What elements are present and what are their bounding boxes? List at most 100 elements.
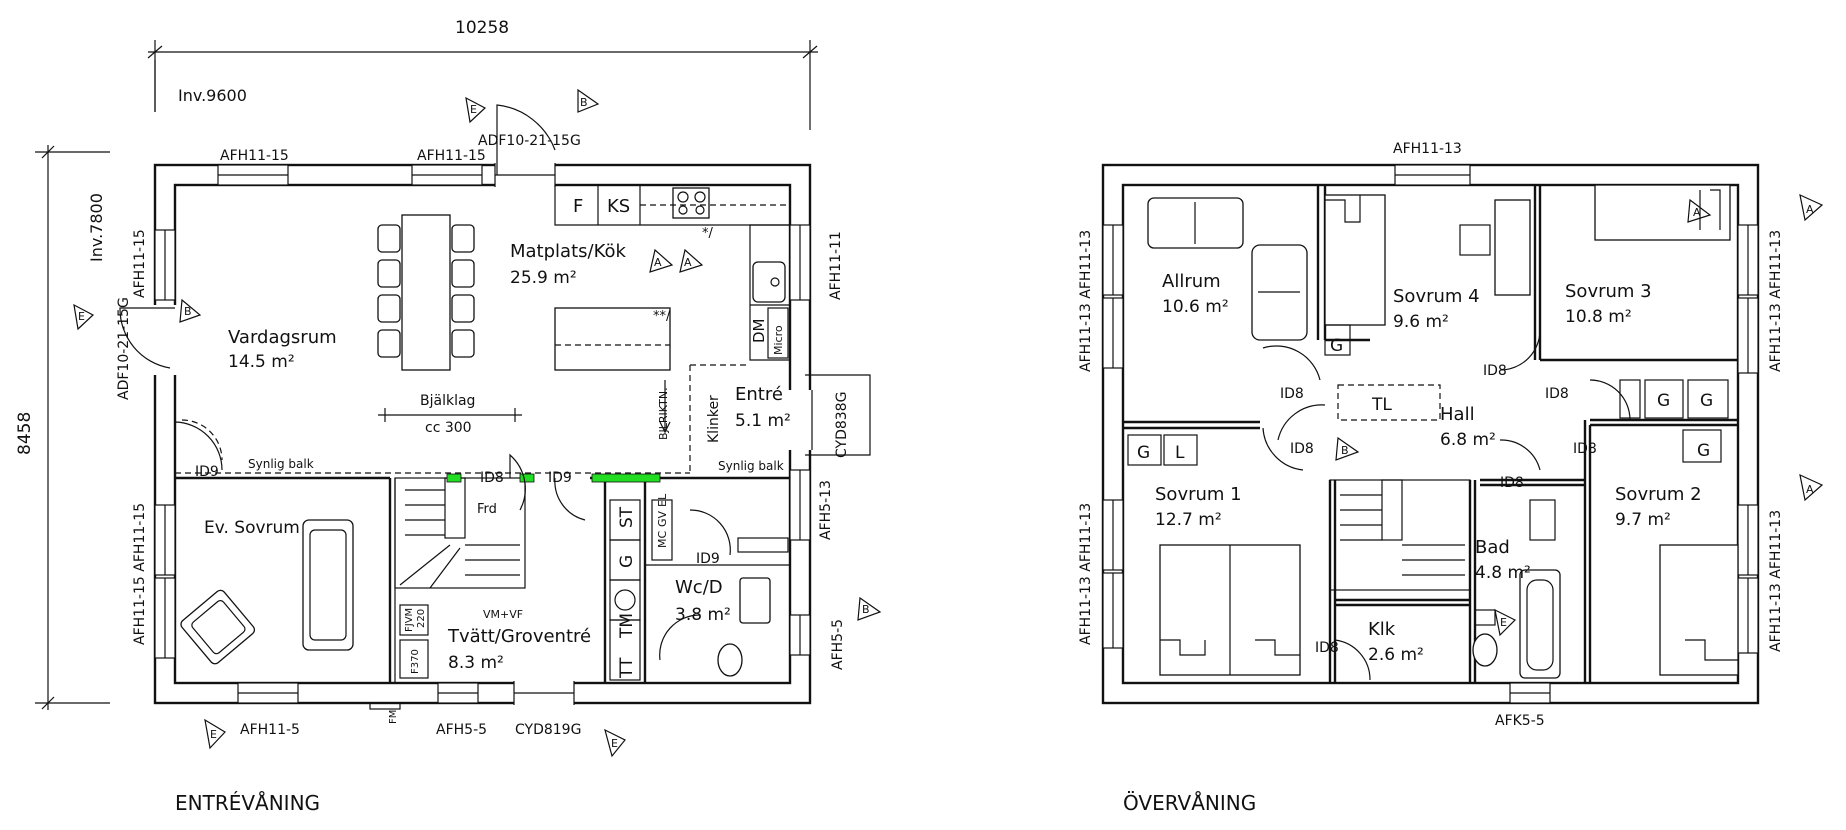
interior-door-label: ID8 bbox=[1290, 441, 1314, 457]
note-star-2: **/ bbox=[653, 309, 671, 324]
dining-table bbox=[401, 214, 451, 371]
fixture-micro: Micro bbox=[772, 325, 785, 355]
fixture-vmvf: VM+VF bbox=[483, 608, 523, 621]
room-name-allrum: Allrum bbox=[1162, 271, 1221, 292]
section-marker: E bbox=[78, 310, 85, 323]
window-label: AFH5-5 bbox=[830, 619, 846, 670]
window-label: AFH11-13 AFH11-13 bbox=[1768, 510, 1784, 652]
section-marker: E bbox=[1500, 616, 1507, 629]
interior-door-label: ID8 bbox=[1483, 363, 1507, 379]
interior-door-label: ID8 bbox=[1315, 640, 1339, 656]
section-markers-upper: A A A B E bbox=[1335, 193, 1824, 637]
section-marker: A bbox=[1806, 203, 1814, 216]
fixture-g: G bbox=[617, 555, 637, 568]
room-name-hall: Hall bbox=[1440, 404, 1475, 425]
fixture-g: G bbox=[1657, 391, 1670, 411]
section-marker: E bbox=[470, 103, 477, 116]
ground-floor-plan bbox=[119, 104, 871, 710]
interior-door-label: ID8 bbox=[1500, 475, 1524, 491]
interior-door-label: ID8 bbox=[1573, 441, 1597, 457]
room-name-sovrum-3: Sovrum 3 bbox=[1565, 281, 1652, 302]
interior-door-label: ID9 bbox=[696, 551, 720, 567]
bed bbox=[1324, 194, 1386, 326]
room-area-tvatt: 8.3 m² bbox=[448, 653, 504, 673]
fixture-frd: Frd bbox=[477, 502, 497, 517]
section-markers-ground: A A B B B E E E E bbox=[73, 88, 882, 758]
fixture-gv: GV bbox=[656, 510, 669, 527]
room-name-matplats: Matplats/Kök bbox=[510, 241, 626, 262]
room-area-wcd: 3.8 m² bbox=[675, 605, 731, 625]
dim-width-total: 10258 bbox=[455, 18, 509, 38]
ground-floor-labels: Vardagsrum 14.5 m² Matplats/Kök 25.9 m² … bbox=[116, 133, 850, 815]
window-label: AFH11-15 AFH11-15 bbox=[132, 503, 148, 645]
door-label: CYD838G bbox=[834, 392, 850, 458]
dim-inner-width: Inv.9600 bbox=[178, 86, 247, 105]
sofa bbox=[302, 519, 354, 651]
upper-floor-labels: Allrum 10.6 m² Sovrum 4 9.6 m² Sovrum 3 … bbox=[1078, 141, 1784, 815]
bed bbox=[1594, 184, 1731, 241]
note-beam-2: Synlig balk bbox=[718, 459, 784, 473]
fixture-g: G bbox=[1700, 391, 1713, 411]
room-area-entre: 5.1 m² bbox=[735, 411, 791, 431]
room-area-vardagsrum: 14.5 m² bbox=[228, 352, 295, 372]
dim-inner-height: Inv.7800 bbox=[87, 193, 106, 262]
interior-door-label: ID9 bbox=[548, 470, 572, 486]
bed bbox=[1659, 544, 1739, 676]
beam-marker bbox=[519, 473, 535, 483]
room-name-entre: Entré bbox=[735, 384, 783, 405]
fixture-tm: TM bbox=[617, 613, 637, 639]
window-label: AFH11-13 AFH11-13 bbox=[1078, 503, 1094, 645]
fixture-dishwasher: DM bbox=[750, 319, 768, 344]
section-marker: E bbox=[611, 737, 618, 750]
fixture-fridge: F bbox=[573, 196, 583, 217]
room-name-ev-sovrum: Ev. Sovrum bbox=[204, 518, 300, 538]
room-area-sovrum-4: 9.6 m² bbox=[1393, 312, 1449, 332]
note-direction: BJLRIKTN. bbox=[657, 387, 670, 440]
room-name-vardagsrum: Vardagsrum bbox=[228, 327, 337, 348]
window-label: AFK5-5 bbox=[1495, 713, 1545, 729]
floor-title-ground: ENTRÉVÅNING bbox=[175, 791, 320, 815]
door-label: ADF10-21-15G bbox=[116, 297, 132, 400]
section-marker: A bbox=[1693, 206, 1701, 219]
fixture-l: L bbox=[1175, 443, 1185, 463]
note-joists: Bjälklag bbox=[420, 393, 475, 409]
room-name-sovrum-1: Sovrum 1 bbox=[1155, 484, 1242, 505]
section-marker: B bbox=[580, 96, 588, 109]
room-area-sovrum-1: 12.7 m² bbox=[1155, 510, 1222, 530]
note-cc: cc 300 bbox=[425, 420, 472, 436]
note-star-1: */ bbox=[702, 226, 714, 241]
fixture-fjvm: FJVM bbox=[404, 608, 415, 632]
fixture-el: EL bbox=[656, 493, 669, 507]
interior-door-label: ID9 bbox=[195, 464, 219, 480]
fixture-tt: TT bbox=[617, 657, 637, 679]
dim-height-total: 8458 bbox=[15, 412, 35, 455]
upper-floor-plan bbox=[1101, 163, 1760, 705]
section-marker: B bbox=[184, 305, 192, 318]
fixture-freezer: KS bbox=[607, 196, 630, 217]
room-area-sovrum-2: 9.7 m² bbox=[1615, 510, 1671, 530]
section-marker: A bbox=[1806, 483, 1814, 496]
desk bbox=[1494, 199, 1531, 296]
room-area-klk: 2.6 m² bbox=[1368, 645, 1424, 665]
section-marker: A bbox=[684, 256, 692, 269]
room-name-klk: Klk bbox=[1368, 619, 1396, 640]
fixture-fm: FM bbox=[388, 710, 399, 724]
window-label: AFH11-11 bbox=[828, 231, 844, 300]
interior-door-label: ID8 bbox=[1545, 386, 1569, 402]
window-label: AFH11-5 bbox=[240, 722, 300, 738]
armchair bbox=[180, 589, 256, 665]
window-label: AFH11-15 bbox=[417, 148, 486, 164]
room-area-hall: 6.8 m² bbox=[1440, 430, 1496, 450]
note-beam: Synlig balk bbox=[248, 457, 314, 471]
window-label: AFH5-13 bbox=[818, 480, 834, 540]
dimension-lines: 10258 Inv.9600 8458 Inv.7800 bbox=[15, 18, 818, 710]
window-label: AFH11-15 bbox=[132, 229, 148, 298]
section-marker: B bbox=[1341, 444, 1349, 457]
fixture-tl: TL bbox=[1371, 395, 1392, 415]
window-label: AFH11-13 AFH11-13 bbox=[1768, 230, 1784, 372]
interior-door-label: ID8 bbox=[480, 470, 504, 486]
window-label: AFH5-5 bbox=[436, 722, 487, 738]
door-label: ADF10-21-15G bbox=[478, 133, 581, 149]
room-name-bad: Bad bbox=[1475, 537, 1510, 558]
